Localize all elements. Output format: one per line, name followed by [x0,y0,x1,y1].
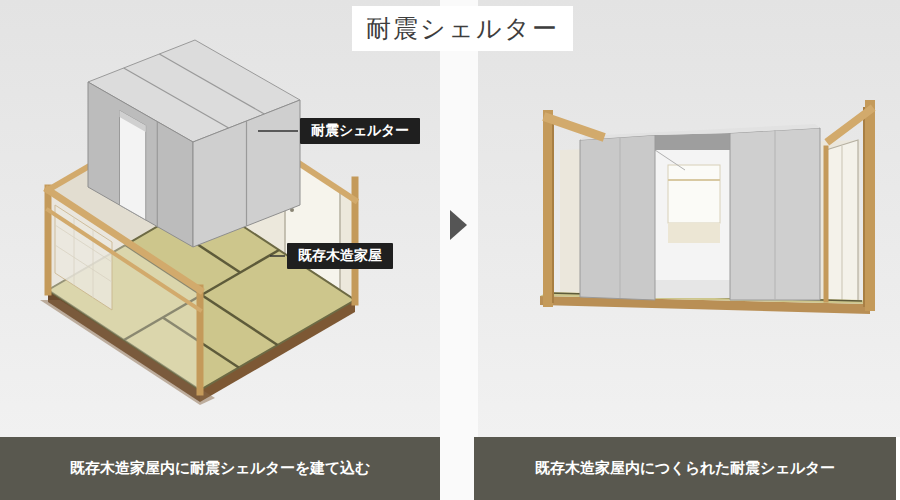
finished-room [842,146,843,301]
label-text: 既存木造家屋 [298,247,382,265]
seismic-shelter [159,54,264,114]
leader-line [270,255,285,257]
finished-room [668,165,720,223]
seismic-shelter [193,100,300,247]
callout-label: 既存木造家屋 [287,243,393,269]
caption-band: 既存木造家屋内につくられた耐震シェルター [474,437,896,500]
finished-room [548,105,870,306]
wooden-house [197,288,204,392]
seismic-shelter [88,82,193,247]
finished-room [655,150,685,170]
leader-line [258,130,298,132]
finished-room [668,179,720,181]
finished-room [655,280,730,298]
label-text: 既存木造家屋内に耐震シェルターを建て込む [70,459,370,478]
finished-room [552,118,554,302]
seismic-shelter [120,111,146,133]
seismic-shelter [124,68,229,128]
label-text: 耐震シェルター [311,122,409,140]
leader-line [258,131,298,256]
finished-room [668,223,720,243]
chevron-arrow [450,210,467,240]
finished-room [620,138,621,298]
finished-room [580,135,655,300]
finished-room [730,128,820,300]
finished-room [548,118,600,136]
finished-room [540,105,870,314]
finished-room [775,130,776,300]
callout-label: 耐震シェルター [300,118,420,144]
panel-ground [0,0,440,437]
seismic-shelter [124,54,265,227]
finished-room [655,150,730,298]
seismic-shelter [120,111,146,221]
diagram-title: 耐震シェルター [352,6,573,51]
panel-ground [440,0,478,500]
finished-room [580,124,820,140]
seismic-shelter [246,121,247,226]
finished-room [543,115,553,302]
panel-ground [478,0,900,437]
label-text: 既存木造家屋内につくられた耐震シェルター [535,459,835,478]
finished-room [824,148,829,300]
finished-room [655,133,730,150]
wooden-house [55,245,112,282]
finished-room [830,110,870,140]
caption-band: 既存木造家屋内に耐震シェルターを建て込む [0,437,440,500]
wooden-house [45,188,52,292]
seismic-shelter [157,122,158,227]
finished-room [865,105,875,306]
finished-room [826,140,858,302]
seismic-shelter [88,40,300,247]
finished-room [863,108,865,306]
